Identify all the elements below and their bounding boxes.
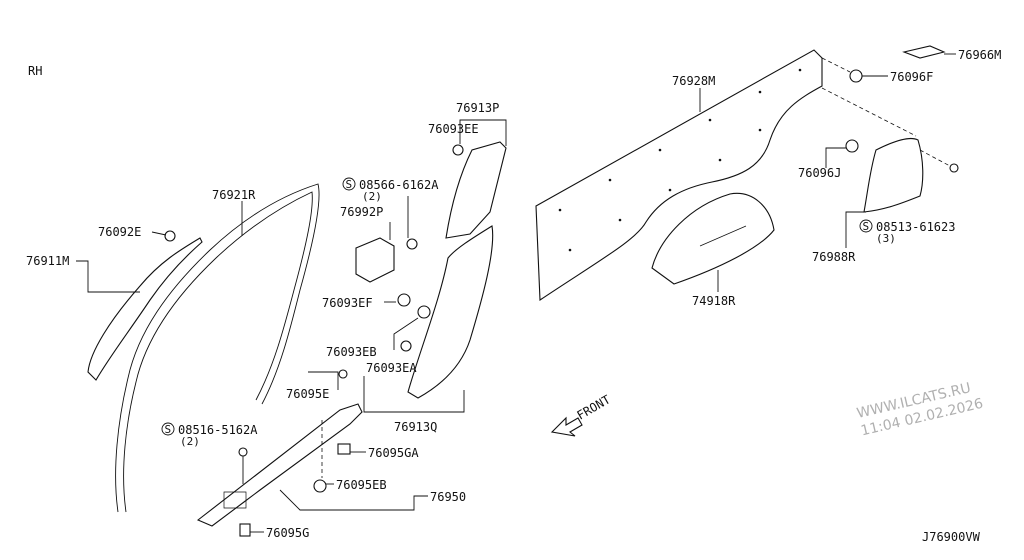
part-76950-shape: [196, 403, 363, 527]
part-76928M-holes: [558, 68, 802, 252]
leader-76096J: [825, 147, 846, 168]
part-76913Q-shape: [407, 225, 494, 399]
label-76911M[interactable]: 76911M: [26, 254, 69, 268]
label-74918R[interactable]: 74918R: [692, 294, 736, 308]
leader-76911M: [76, 260, 140, 293]
label-76913Q[interactable]: 76913Q: [394, 420, 437, 434]
side-label: RH: [28, 64, 42, 78]
leader-76093EB: [393, 317, 419, 350]
part-76911M-shape: [87, 237, 203, 381]
leader-76913P: [459, 119, 507, 146]
screw-mark-08566: S: [342, 177, 356, 191]
clip-76095EB-icon: [313, 479, 327, 493]
front-arrow-icon: [550, 416, 583, 437]
label-76093EE[interactable]: 76093EE: [428, 122, 479, 136]
part-76913P-shape: [445, 141, 507, 239]
leader-76092E: [151, 231, 167, 236]
label-76096F[interactable]: 76096F: [890, 70, 933, 84]
clip-76095GA-icon: [337, 443, 351, 455]
label-76093EB[interactable]: 76093EB: [326, 345, 377, 359]
front-label: FRONT: [575, 392, 613, 422]
part-76992P-shape: [355, 237, 395, 283]
label-76988R[interactable]: 76988R: [812, 250, 856, 264]
screw-mark-08513: S: [859, 219, 873, 233]
clip-76093EE-icon: [452, 144, 464, 156]
screw-08513-icon: [949, 163, 959, 173]
leader-76913Q: [363, 376, 465, 413]
label-08566-qty: (2): [362, 190, 382, 203]
label-08516-qty: (2): [180, 435, 200, 448]
label-76921R[interactable]: 76921R: [212, 188, 256, 202]
svg-text:S: S: [863, 220, 870, 233]
screw-mark-08516: S: [161, 422, 175, 436]
part-76950-clip-area: [223, 491, 247, 509]
clip-76093EA-icon: [400, 340, 412, 352]
part-76988R-shape: [863, 137, 924, 213]
clip-76096F-icon: [849, 69, 863, 83]
watermark: WWW.ILCATS.RU 11:04 02.02.2026: [855, 380, 984, 439]
label-76095G[interactable]: 76095G: [266, 526, 309, 540]
screw-08516-icon: [238, 447, 248, 457]
front-direction-indicator: FRONT: [550, 392, 613, 437]
label-08513[interactable]: 08513-61623: [876, 220, 955, 234]
part-76921R-strip-outer: [115, 183, 320, 513]
clip-76095E-icon: [338, 369, 348, 379]
part-74918R-shape: [651, 192, 775, 285]
clip-76096J-icon: [845, 139, 859, 153]
label-76928M[interactable]: 76928M: [672, 74, 715, 88]
label-76093EF[interactable]: 76093EF: [322, 296, 373, 310]
dash-08513: [919, 149, 951, 167]
svg-text:S: S: [165, 423, 172, 436]
label-76095EB[interactable]: 76095EB: [336, 478, 387, 492]
label-76966M[interactable]: 76966M: [958, 48, 1001, 62]
svg-text:S: S: [346, 178, 353, 191]
label-08516[interactable]: 08516-5162A: [178, 423, 258, 437]
label-76913P[interactable]: 76913P: [456, 101, 499, 115]
part-74918R-line: [699, 225, 747, 247]
diagram-code: J76900VW: [922, 530, 981, 544]
part-76921R-strip-inner: [123, 191, 313, 513]
part-76928M-shape: [535, 49, 823, 301]
clip-08566-icon: [406, 238, 418, 250]
label-08566[interactable]: 08566-6162A: [359, 178, 439, 192]
part-76966M-icon: [902, 45, 946, 59]
label-76992P[interactable]: 76992P: [340, 205, 383, 219]
leader-76950: [279, 489, 428, 511]
clip-76093EB-icon: [417, 305, 431, 319]
leader-76095E: [308, 371, 339, 390]
clip-76092E-icon: [164, 230, 176, 242]
leader-76988R: [845, 211, 866, 248]
label-08513-qty: (3): [876, 232, 896, 245]
label-76096J[interactable]: 76096J: [798, 166, 841, 180]
clip-76093EF-icon: [397, 293, 411, 307]
clip-76095G-icon: [239, 523, 251, 537]
dash-76096F: [821, 57, 917, 137]
label-76095E[interactable]: 76095E: [286, 387, 329, 401]
label-76095GA[interactable]: 76095GA: [368, 446, 419, 460]
label-76950[interactable]: 76950: [430, 490, 466, 504]
label-76093EA[interactable]: 76093EA: [366, 361, 417, 375]
label-76092E[interactable]: 76092E: [98, 225, 141, 239]
